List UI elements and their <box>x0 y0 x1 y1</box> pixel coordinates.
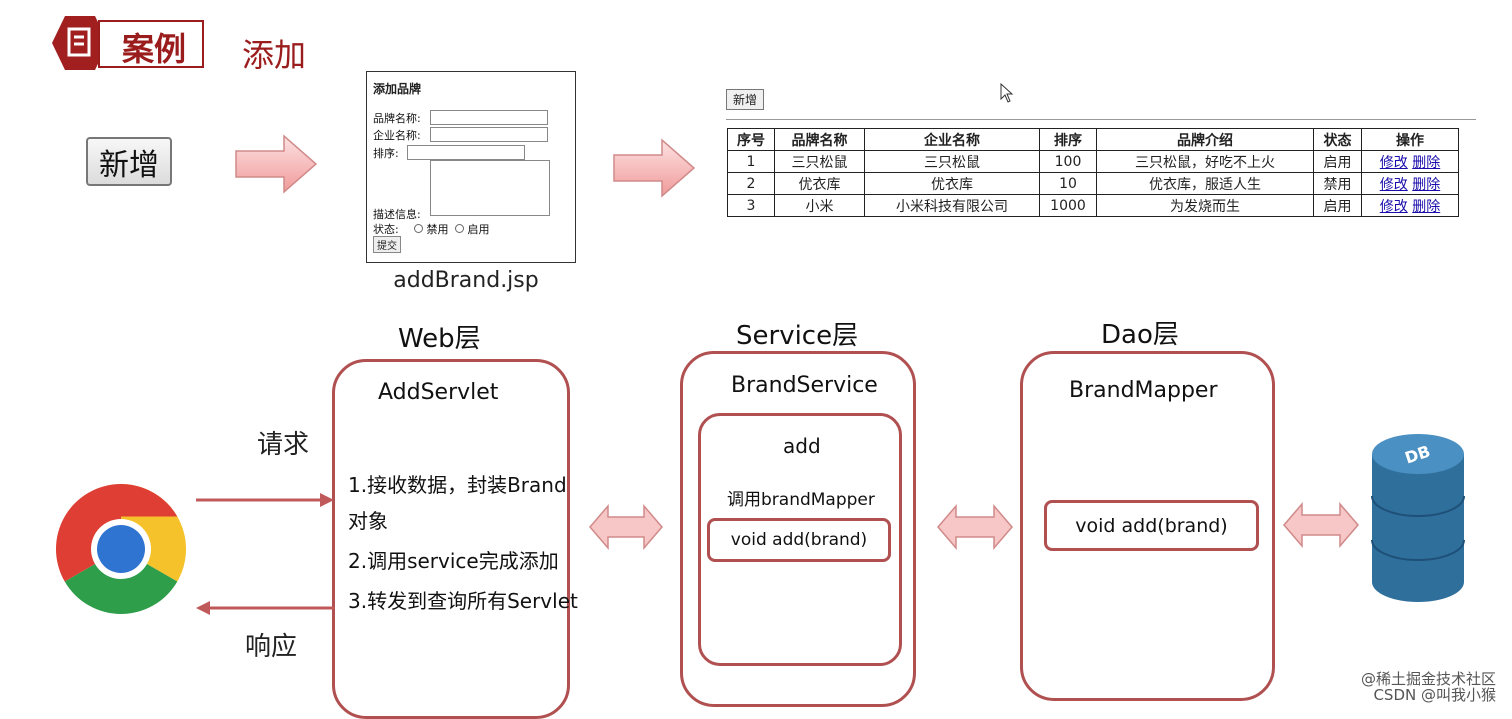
web-step: 2.调用service完成添加 <box>348 549 559 573</box>
cell-brand: 优衣库 <box>774 172 865 195</box>
new-brand-button[interactable]: 新增 <box>86 137 172 186</box>
radio-icon <box>414 224 423 233</box>
description-textarea[interactable] <box>430 160 550 216</box>
cell-id: 1 <box>727 150 775 173</box>
chrome-browser-icon <box>55 484 187 615</box>
cell-status: 启用 <box>1313 150 1362 173</box>
case-hexagon-icon <box>52 16 108 70</box>
table-header-cell: 序号 <box>727 128 775 151</box>
status-option-label: 禁用 <box>426 223 449 236</box>
cell-desc: 优衣库，服适人生 <box>1096 172 1314 195</box>
cell-id: 3 <box>727 194 775 217</box>
cell-order: 10 <box>1039 172 1097 195</box>
flow-arrow-right-icon <box>235 134 318 194</box>
service-method-name: add <box>783 434 821 458</box>
cell-id: 2 <box>727 172 775 195</box>
status-label: 状态: <box>373 223 399 236</box>
form-file-name: addBrand.jsp <box>393 268 539 293</box>
submit-button[interactable]: 提交 <box>373 236 401 253</box>
table-header-cell: 企业名称 <box>864 128 1040 151</box>
delete-link[interactable]: 删除 <box>1412 176 1441 193</box>
cell-status: 禁用 <box>1313 172 1362 195</box>
list-new-button[interactable]: 新增 <box>726 89 764 110</box>
cell-company: 三只松鼠 <box>864 150 1040 173</box>
request-label: 请求 <box>257 430 310 460</box>
servlet-name: AddServlet <box>378 380 499 405</box>
description-label: 描述信息: <box>373 208 421 221</box>
flow-arrow-right-icon <box>613 138 696 198</box>
cell-order: 100 <box>1039 150 1097 173</box>
service-layer-title: Service层 <box>736 321 859 351</box>
add-brand-form: 添加品牌 品牌名称: 企业名称: 排序: 描述信息: 状态: 禁用 启用 提交 <box>366 71 576 263</box>
web-layer-box <box>332 359 570 719</box>
web-layer-title: Web层 <box>398 324 481 354</box>
status-radio-disabled[interactable]: 禁用 <box>414 221 449 237</box>
cell-desc: 三只松鼠，好吃不上火 <box>1096 150 1314 173</box>
service-call-text: 调用brandMapper <box>727 490 875 510</box>
web-step: 1.接收数据，封装Brand <box>348 473 567 497</box>
page-subtitle: 添加 <box>242 36 307 74</box>
table-header-cell: 品牌名称 <box>774 128 865 151</box>
edit-link[interactable]: 修改 <box>1379 154 1408 171</box>
service-method-signature: void add(brand) <box>707 518 891 562</box>
watermark: CSDN @叫我小猴 <box>1373 686 1496 704</box>
double-arrow-icon <box>589 504 663 550</box>
radio-icon <box>455 224 464 233</box>
table-header-cell: 操作 <box>1361 128 1459 151</box>
edit-link[interactable]: 修改 <box>1379 198 1408 215</box>
delete-link[interactable]: 删除 <box>1412 198 1441 215</box>
cell-actions: 修改 删除 <box>1361 194 1459 217</box>
dao-layer-title: Dao层 <box>1101 320 1179 350</box>
edit-link[interactable]: 修改 <box>1379 176 1408 193</box>
service-method-box <box>698 413 902 666</box>
request-arrow-icon <box>196 493 334 507</box>
table-row: 2 优衣库 优衣库 10 优衣库，服适人生 禁用 修改 删除 <box>727 172 1459 195</box>
table-header-cell: 排序 <box>1039 128 1097 151</box>
brand-name-input[interactable] <box>430 110 548 125</box>
cell-order: 1000 <box>1039 194 1097 217</box>
dao-class-name: BrandMapper <box>1069 378 1218 403</box>
table-row: 3 小米 小米科技有限公司 1000 为发烧而生 启用 修改 删除 <box>727 194 1459 217</box>
cell-company: 优衣库 <box>864 172 1040 195</box>
order-label: 排序: <box>373 147 399 160</box>
response-arrow-icon <box>196 601 334 615</box>
table-header-cell: 状态 <box>1313 128 1362 151</box>
case-label-box <box>98 20 204 68</box>
cell-company: 小米科技有限公司 <box>864 194 1040 217</box>
divider <box>726 119 1476 120</box>
table-row: 1 三只松鼠 三只松鼠 100 三只松鼠，好吃不上火 启用 修改 删除 <box>727 150 1459 173</box>
double-arrow-icon <box>1283 502 1359 548</box>
response-label: 响应 <box>245 632 298 662</box>
form-title: 添加品牌 <box>373 82 422 96</box>
service-class-name: BrandService <box>731 373 878 398</box>
cell-actions: 修改 删除 <box>1361 150 1459 173</box>
cell-actions: 修改 删除 <box>1361 172 1459 195</box>
table-header-cell: 品牌介绍 <box>1096 128 1314 151</box>
status-radio-enabled[interactable]: 启用 <box>455 221 490 237</box>
table-header-row: 序号 品牌名称 企业名称 排序 品牌介绍 状态 操作 <box>727 128 1459 151</box>
cell-brand: 三只松鼠 <box>774 150 865 173</box>
delete-link[interactable]: 删除 <box>1412 154 1441 171</box>
database-icon: DB <box>1371 434 1465 602</box>
double-arrow-icon <box>937 504 1013 550</box>
watermark: @稀土掘金技术社区 <box>1360 670 1496 688</box>
company-name-input[interactable] <box>430 127 548 142</box>
cell-brand: 小米 <box>774 194 865 217</box>
case-label: 案例 <box>122 30 187 68</box>
web-step: 对象 <box>348 509 388 533</box>
cell-desc: 为发烧而生 <box>1096 194 1314 217</box>
dao-method-signature: void add(brand) <box>1044 500 1259 551</box>
web-step: 3.转发到查询所有Servlet <box>348 589 578 613</box>
brand-name-label: 品牌名称: <box>373 112 421 125</box>
brand-table: 序号 品牌名称 企业名称 排序 品牌介绍 状态 操作 1 三只松鼠 三只松鼠 1… <box>727 128 1459 217</box>
company-name-label: 企业名称: <box>373 129 421 142</box>
mouse-cursor-icon <box>1000 83 1014 103</box>
order-input[interactable] <box>407 145 525 160</box>
cell-status: 启用 <box>1313 194 1362 217</box>
status-option-label: 启用 <box>467 223 490 236</box>
